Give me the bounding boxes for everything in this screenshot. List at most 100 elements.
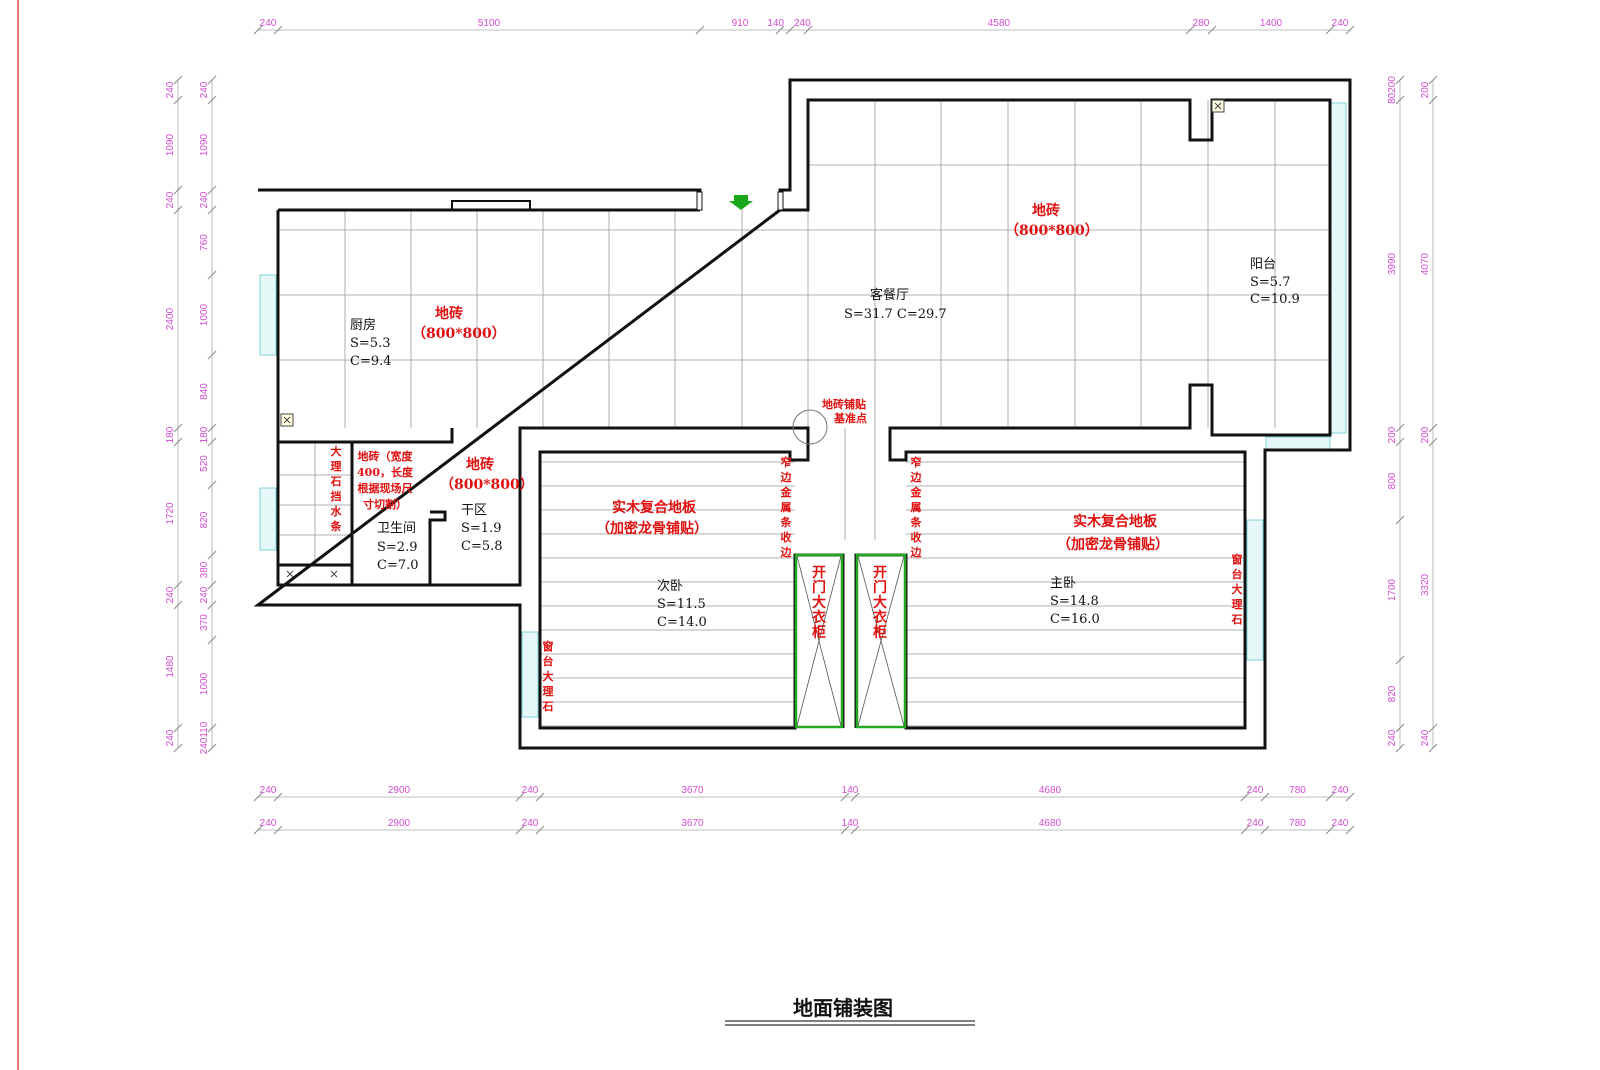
left-dimension-2-label: 1000 <box>199 672 210 695</box>
dimension-tick <box>207 270 217 280</box>
second-bedroom-perimeter: C=14.0 <box>657 615 707 630</box>
wardrobe-label-left: 柜 <box>812 624 826 641</box>
bathroom-tile-note-line: 根据现场尺 <box>358 481 413 495</box>
dimension-tick <box>1428 743 1438 753</box>
second-bedroom-window <box>521 631 539 718</box>
dimension-tick <box>1428 95 1438 105</box>
bottom-dimension-1-label: 240 <box>1247 785 1264 796</box>
kitchen-tile-label: 地砖 <box>435 305 463 322</box>
dry-area-perimeter: C=5.8 <box>461 539 503 554</box>
dimension-tick <box>1428 437 1438 447</box>
sill-marble-label-left: 理 <box>543 685 554 698</box>
left-dimension-1-label: 1480 <box>165 655 176 678</box>
bottom-dimension-2-label: 140 <box>842 818 859 829</box>
second-bedroom-floor-note: （加密龙骨铺贴） <box>596 520 708 537</box>
right-dimension-2-label: 200 <box>1420 81 1431 98</box>
bottom-dimension-2-label: 3670 <box>681 818 704 829</box>
wardrobe-label-right: 柜 <box>873 624 887 641</box>
bottom-dimension-2-label: 240 <box>522 818 539 829</box>
dimension-tick <box>1395 95 1405 105</box>
dimension-tick <box>273 825 283 835</box>
dimension-tick <box>695 25 705 35</box>
top-dimension-label: 140 <box>767 18 784 29</box>
left-dimension-1-label: 240 <box>165 191 176 208</box>
left-dimension-1-label: 1720 <box>165 502 176 525</box>
dimension-tick <box>785 25 795 35</box>
bottom-dimension-1-label: 240 <box>1332 785 1349 796</box>
dimension-tick <box>207 723 217 733</box>
metal-strip-label-right: 金 <box>910 485 923 499</box>
left-dimension-2-label: 240 <box>199 191 210 208</box>
living-name: 客餐厅 <box>870 287 909 303</box>
left-dimension-2-label: 380 <box>199 561 210 578</box>
dimension-tick <box>850 792 860 802</box>
top-dimension-label: 280 <box>1193 18 1210 29</box>
wardrobe-label-left: 开 <box>812 565 826 581</box>
second-bedroom-area: S=11.5 <box>657 597 706 612</box>
right-dimension-1-label: 820 <box>1387 685 1398 702</box>
bottom-dimension-2-label: 240 <box>1332 818 1349 829</box>
sill-marble-label-left: 窗 <box>543 639 554 653</box>
metal-strip-label-left: 属 <box>781 501 792 514</box>
dimension-tick <box>840 825 850 835</box>
left-dimension-2-label: 760 <box>199 234 210 251</box>
balcony-side-window <box>1265 436 1331 450</box>
kitchen-name: 厨房 <box>350 317 376 333</box>
dimension-tick <box>173 743 183 753</box>
dimension-tick <box>1395 723 1405 733</box>
living-tile-size: （800*800） <box>1005 223 1099 239</box>
balcony-window <box>1329 102 1347 434</box>
right-dimension-1-label: 80200 <box>1387 76 1398 104</box>
bottom-dimension-2-label: 4680 <box>1039 818 1062 829</box>
left-dimension-1-label: 1090 <box>165 133 176 156</box>
left-dimension-2-label: 180 <box>199 426 210 443</box>
top-dimension-label: 240 <box>260 18 277 29</box>
dimension-tick <box>207 205 217 215</box>
dimension-tick <box>1395 743 1405 753</box>
left-dimension-1-label: 240 <box>165 729 176 746</box>
left-dimension-2-label: 1000 <box>199 303 210 326</box>
left-dimension-2-label: 1090 <box>199 133 210 156</box>
sill-marble-label-right: 台 <box>1232 567 1243 581</box>
wardrobe-label-left: 衣 <box>812 609 827 626</box>
bathroom-tile-note-line: 地砖（宽度 <box>358 449 414 463</box>
left-dimension-2-label: 370 <box>199 614 210 631</box>
dimension-tick <box>207 580 217 590</box>
dimension-tick <box>207 423 217 433</box>
datum-label-1: 地砖铺贴 <box>822 397 866 411</box>
dimension-tick <box>207 600 217 610</box>
metal-strip-label-right: 条 <box>910 515 923 529</box>
dimension-tick <box>1325 825 1335 835</box>
marble-strip-label: 条 <box>330 519 343 533</box>
bottom-dimension-1-label: 780 <box>1289 785 1306 796</box>
left-dimension-1-label: 240 <box>165 81 176 98</box>
dry-area-area: S=1.9 <box>461 521 501 536</box>
kitchen-counter <box>451 200 531 211</box>
bathroom-tile-note-line: 400，长度 <box>357 465 414 479</box>
dimension-tick <box>1185 25 1195 35</box>
bottom-dimension-1-label: 240 <box>260 785 277 796</box>
left-dimension-1-label: 2400 <box>165 307 176 330</box>
dimension-tick <box>803 25 813 35</box>
right-dimension-1-label: 800 <box>1387 472 1398 489</box>
top-dimension-label: 240 <box>1332 18 1349 29</box>
left-dimension-1-label: 180 <box>165 426 176 443</box>
dimension-tick <box>1325 792 1335 802</box>
kitchen-window <box>259 274 277 356</box>
left-dimension-2-label: 840 <box>199 383 210 400</box>
dimension-tick <box>515 792 525 802</box>
left-dimension-2-label: 820 <box>199 511 210 528</box>
dimension-tick <box>207 350 217 360</box>
dimension-tick <box>1345 825 1355 835</box>
dimension-tick <box>1428 75 1438 85</box>
right-dimension-1-label: 3990 <box>1387 252 1398 275</box>
dimension-tick <box>1260 792 1270 802</box>
living-tile-label: 地砖 <box>1032 202 1060 219</box>
dimension-tick <box>1240 825 1250 835</box>
sill-marble-label-right: 大 <box>1232 582 1243 596</box>
door-jamb <box>777 191 784 211</box>
dimension-tick <box>1395 515 1405 525</box>
wardrobes <box>794 553 907 729</box>
dimension-tick <box>1395 655 1405 665</box>
